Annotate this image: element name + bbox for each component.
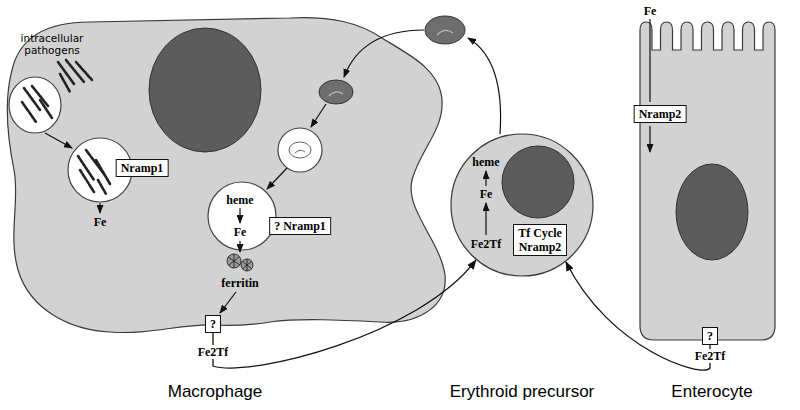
protein-box: Nramp2 [634, 105, 687, 123]
cell-mark [437, 30, 453, 35]
text-holder: Enterocyte [671, 382, 752, 402]
pathogen [60, 74, 70, 92]
nucleus [676, 164, 748, 260]
protein-name: ? Nramp1 [274, 219, 326, 233]
protein-box: ? [702, 327, 718, 345]
vacuole [68, 138, 132, 202]
text-holder: Erythroid precursor [450, 382, 595, 402]
vacuole [9, 77, 61, 133]
cell-membrane [640, 22, 775, 340]
arrow [239, 241, 240, 252]
text-holder: Fe [480, 187, 493, 201]
cell-name: Erythroid precursor [450, 382, 595, 401]
pathogens [78, 150, 110, 194]
text-holder: Fe [94, 215, 107, 229]
cell-mark [295, 150, 305, 153]
pathogen [22, 102, 36, 122]
pathogen [76, 62, 92, 80]
pathogen [40, 100, 52, 118]
feature-label: Fe [234, 225, 247, 239]
edge-label: Fe2Tf [196, 345, 231, 359]
edge-label: Fe2Tf [693, 349, 728, 363]
arrow [485, 171, 486, 186]
cell-membrane [8, 18, 446, 333]
pathogen [66, 60, 84, 82]
protein-name: Nramp2 [639, 107, 682, 121]
cell-name: Macrophage [168, 382, 263, 401]
pathogen [32, 86, 48, 106]
feature-label: Fe [644, 4, 657, 18]
text-holder: Fe2Tf [693, 349, 728, 363]
phagosome [278, 128, 322, 172]
transport-arrow [213, 260, 476, 368]
arrow [344, 30, 424, 77]
arrow [468, 38, 501, 134]
nucleus [502, 146, 574, 218]
pathogens [22, 60, 92, 122]
arrow [267, 168, 287, 189]
pathogen [98, 180, 106, 194]
protein-name: Nramp1 [121, 161, 164, 175]
feature-label: heme [226, 193, 253, 207]
protein-box: Tf Cycle Nramp2 [513, 224, 567, 256]
text-holder: intracellular pathogens [12, 32, 92, 56]
protein-name: ? [210, 317, 216, 331]
text-holder: heme [226, 193, 253, 207]
protein-box: ? Nramp1 [269, 217, 331, 235]
ferritin-lines [228, 254, 252, 271]
feature-label: Fe2Tf [471, 237, 502, 251]
feature-label: heme [472, 155, 499, 169]
feature-label: ferritin [221, 276, 258, 290]
text-holder: ferritin [221, 276, 258, 290]
feature-label: Fe [480, 187, 493, 201]
protein-name: Tf Cycle Nramp2 [518, 226, 562, 254]
arrow [485, 203, 486, 235]
ferritin-symbol [227, 254, 253, 271]
text-holder: Fe [234, 225, 247, 239]
nucleus [149, 28, 261, 152]
text-holder: Macrophage [168, 382, 263, 402]
protein-box: ? [205, 315, 221, 333]
arrow [220, 292, 236, 313]
text-holder: Fe2Tf [471, 237, 502, 251]
protein-name: ? [707, 329, 713, 343]
cell-name: Enterocyte [671, 382, 752, 401]
arrow [311, 104, 326, 127]
pathogen [80, 170, 94, 192]
text-holder: Fe [644, 4, 657, 18]
transport-arrow [566, 262, 710, 370]
text-holder: Fe2Tf [196, 345, 231, 359]
arrow-line [649, 19, 650, 102]
feature-label: Fe [94, 215, 107, 229]
text-holder: heme [472, 155, 499, 169]
arrow [45, 133, 72, 148]
red-blood-cell [319, 80, 353, 104]
red-blood-cell [425, 16, 465, 44]
protein-box: Nramp1 [116, 159, 169, 177]
vacuole [208, 182, 276, 250]
arrow [239, 208, 240, 223]
arrow [99, 203, 100, 213]
cell-mark [329, 92, 343, 96]
red-blood-cell [289, 142, 311, 158]
cell-membrane [451, 134, 593, 276]
feature-label: intracellular pathogens [21, 32, 84, 56]
arrow [649, 126, 650, 152]
